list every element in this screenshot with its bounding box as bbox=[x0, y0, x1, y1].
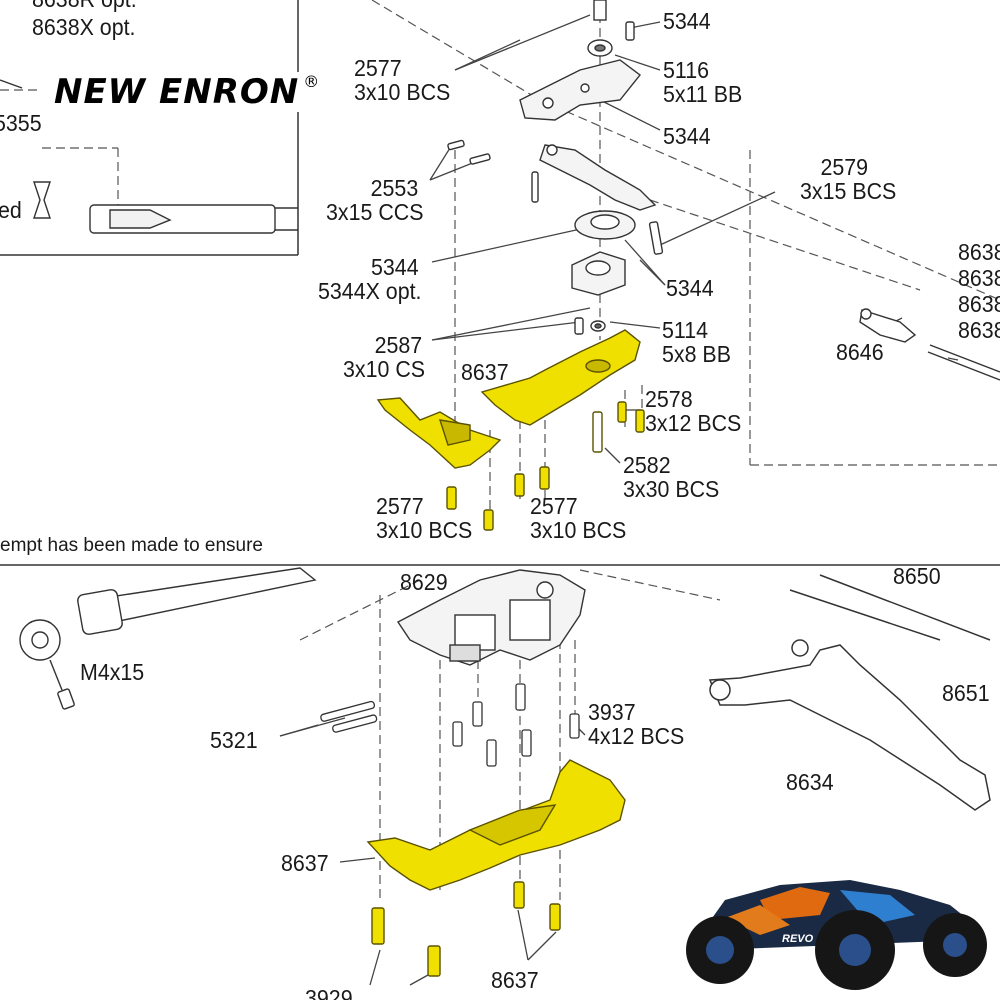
skid-plate-lower bbox=[366, 759, 626, 977]
tie-rod bbox=[859, 308, 1000, 381]
callout-5355: 5355 bbox=[0, 110, 42, 136]
callout-8646: 8646 bbox=[836, 339, 884, 365]
callout-m4x15: M4x15 bbox=[80, 659, 145, 685]
disclaimer-text: empt has been made to ensure bbox=[0, 535, 264, 556]
registered-mark: ® bbox=[303, 72, 321, 91]
callout-5344-arm: 5344 bbox=[663, 123, 711, 149]
suspension-arm bbox=[708, 574, 991, 811]
bulkhead bbox=[396, 569, 586, 666]
callout-8637-upper: 8637 bbox=[461, 359, 509, 385]
truck-photo bbox=[668, 868, 998, 998]
callout-8638-c: 8638 bbox=[958, 291, 1000, 317]
steering-assembly bbox=[447, 0, 664, 335]
skid-plates-upper bbox=[376, 329, 645, 531]
callout-8634: 8634 bbox=[786, 769, 834, 795]
callout-5344-top: 5344 bbox=[663, 8, 711, 34]
callout-8637-lower: 8637 bbox=[281, 850, 329, 876]
cv-driveshaft bbox=[19, 567, 317, 710]
callout-5321: 5321 bbox=[210, 727, 258, 753]
frame-lines bbox=[0, 0, 1000, 566]
callout-8651: 8651 bbox=[942, 680, 990, 706]
driveshaft-detail bbox=[0, 79, 298, 234]
leader-lines bbox=[279, 14, 959, 986]
callout-8638r: 8638R opt. bbox=[32, 0, 137, 11]
callout-8638-d: 8638 bbox=[958, 317, 1000, 343]
callout-8637-screws: 8637 bbox=[491, 967, 539, 993]
callout-ed: ed bbox=[0, 197, 22, 223]
brand-logo: NEW ENRON® bbox=[50, 72, 325, 112]
callout-8650: 8650 bbox=[893, 563, 941, 589]
pins-and-screws bbox=[320, 683, 580, 767]
callout-5344-post: 5344 bbox=[666, 275, 714, 301]
truck-badge: REVO bbox=[782, 933, 814, 945]
callout-8629: 8629 bbox=[400, 569, 448, 595]
callout-3929: 3929 bbox=[305, 985, 353, 1000]
callout-8638-b: 8638 bbox=[958, 265, 1000, 291]
brand-logo-text: NEW ENRON bbox=[54, 72, 300, 112]
callout-8638x: 8638X opt. bbox=[32, 14, 136, 40]
callout-8638-a: 8638 bbox=[958, 239, 1000, 265]
